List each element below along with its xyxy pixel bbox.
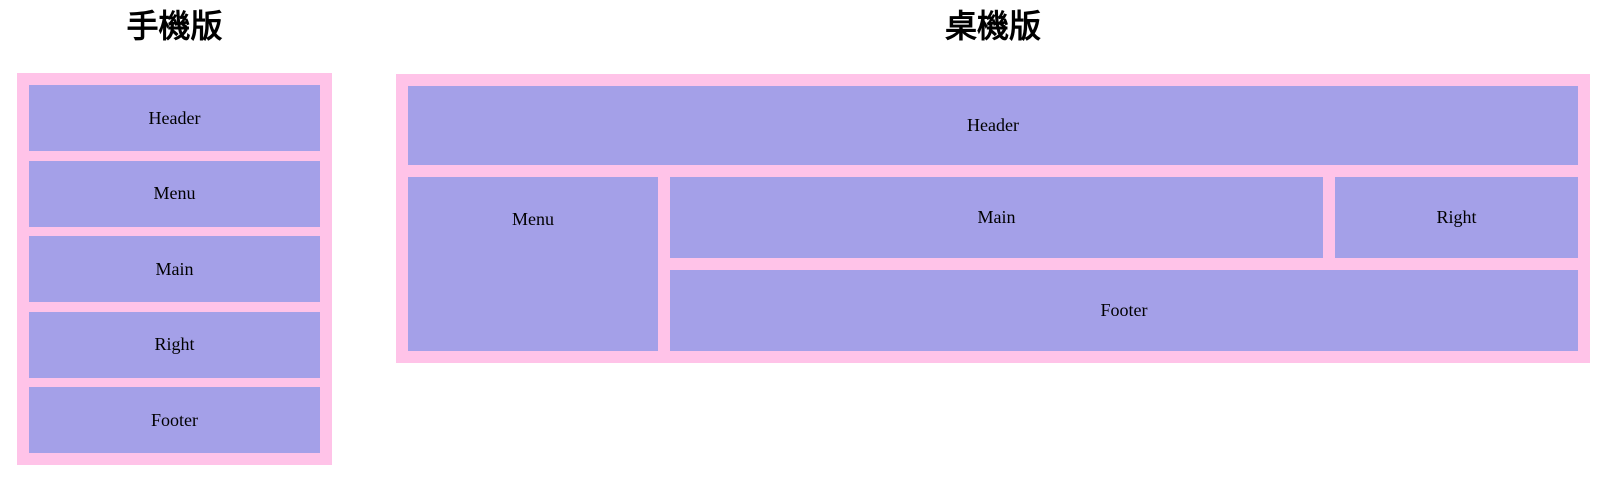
- mobile-main-block: Main: [29, 236, 320, 302]
- mobile-header-block: Header: [29, 85, 320, 151]
- desktop-right-block: Right: [1335, 177, 1578, 258]
- desktop-header-block: Header: [408, 86, 1578, 165]
- mobile-section-title: 手機版: [126, 8, 223, 44]
- desktop-section-title: 桌機版: [944, 8, 1041, 44]
- desktop-footer-block: Footer: [670, 270, 1578, 351]
- desktop-main-block: Main: [670, 177, 1323, 258]
- mobile-right-block: Right: [29, 311, 320, 378]
- desktop-layout-container: Header Menu Main Right Footer: [396, 74, 1590, 363]
- mobile-layout-container: Header Menu Main Right Footer: [17, 73, 332, 465]
- mobile-footer-block: Footer: [29, 387, 320, 453]
- desktop-menu-block: Menu: [408, 177, 658, 351]
- mobile-menu-block: Menu: [29, 160, 320, 227]
